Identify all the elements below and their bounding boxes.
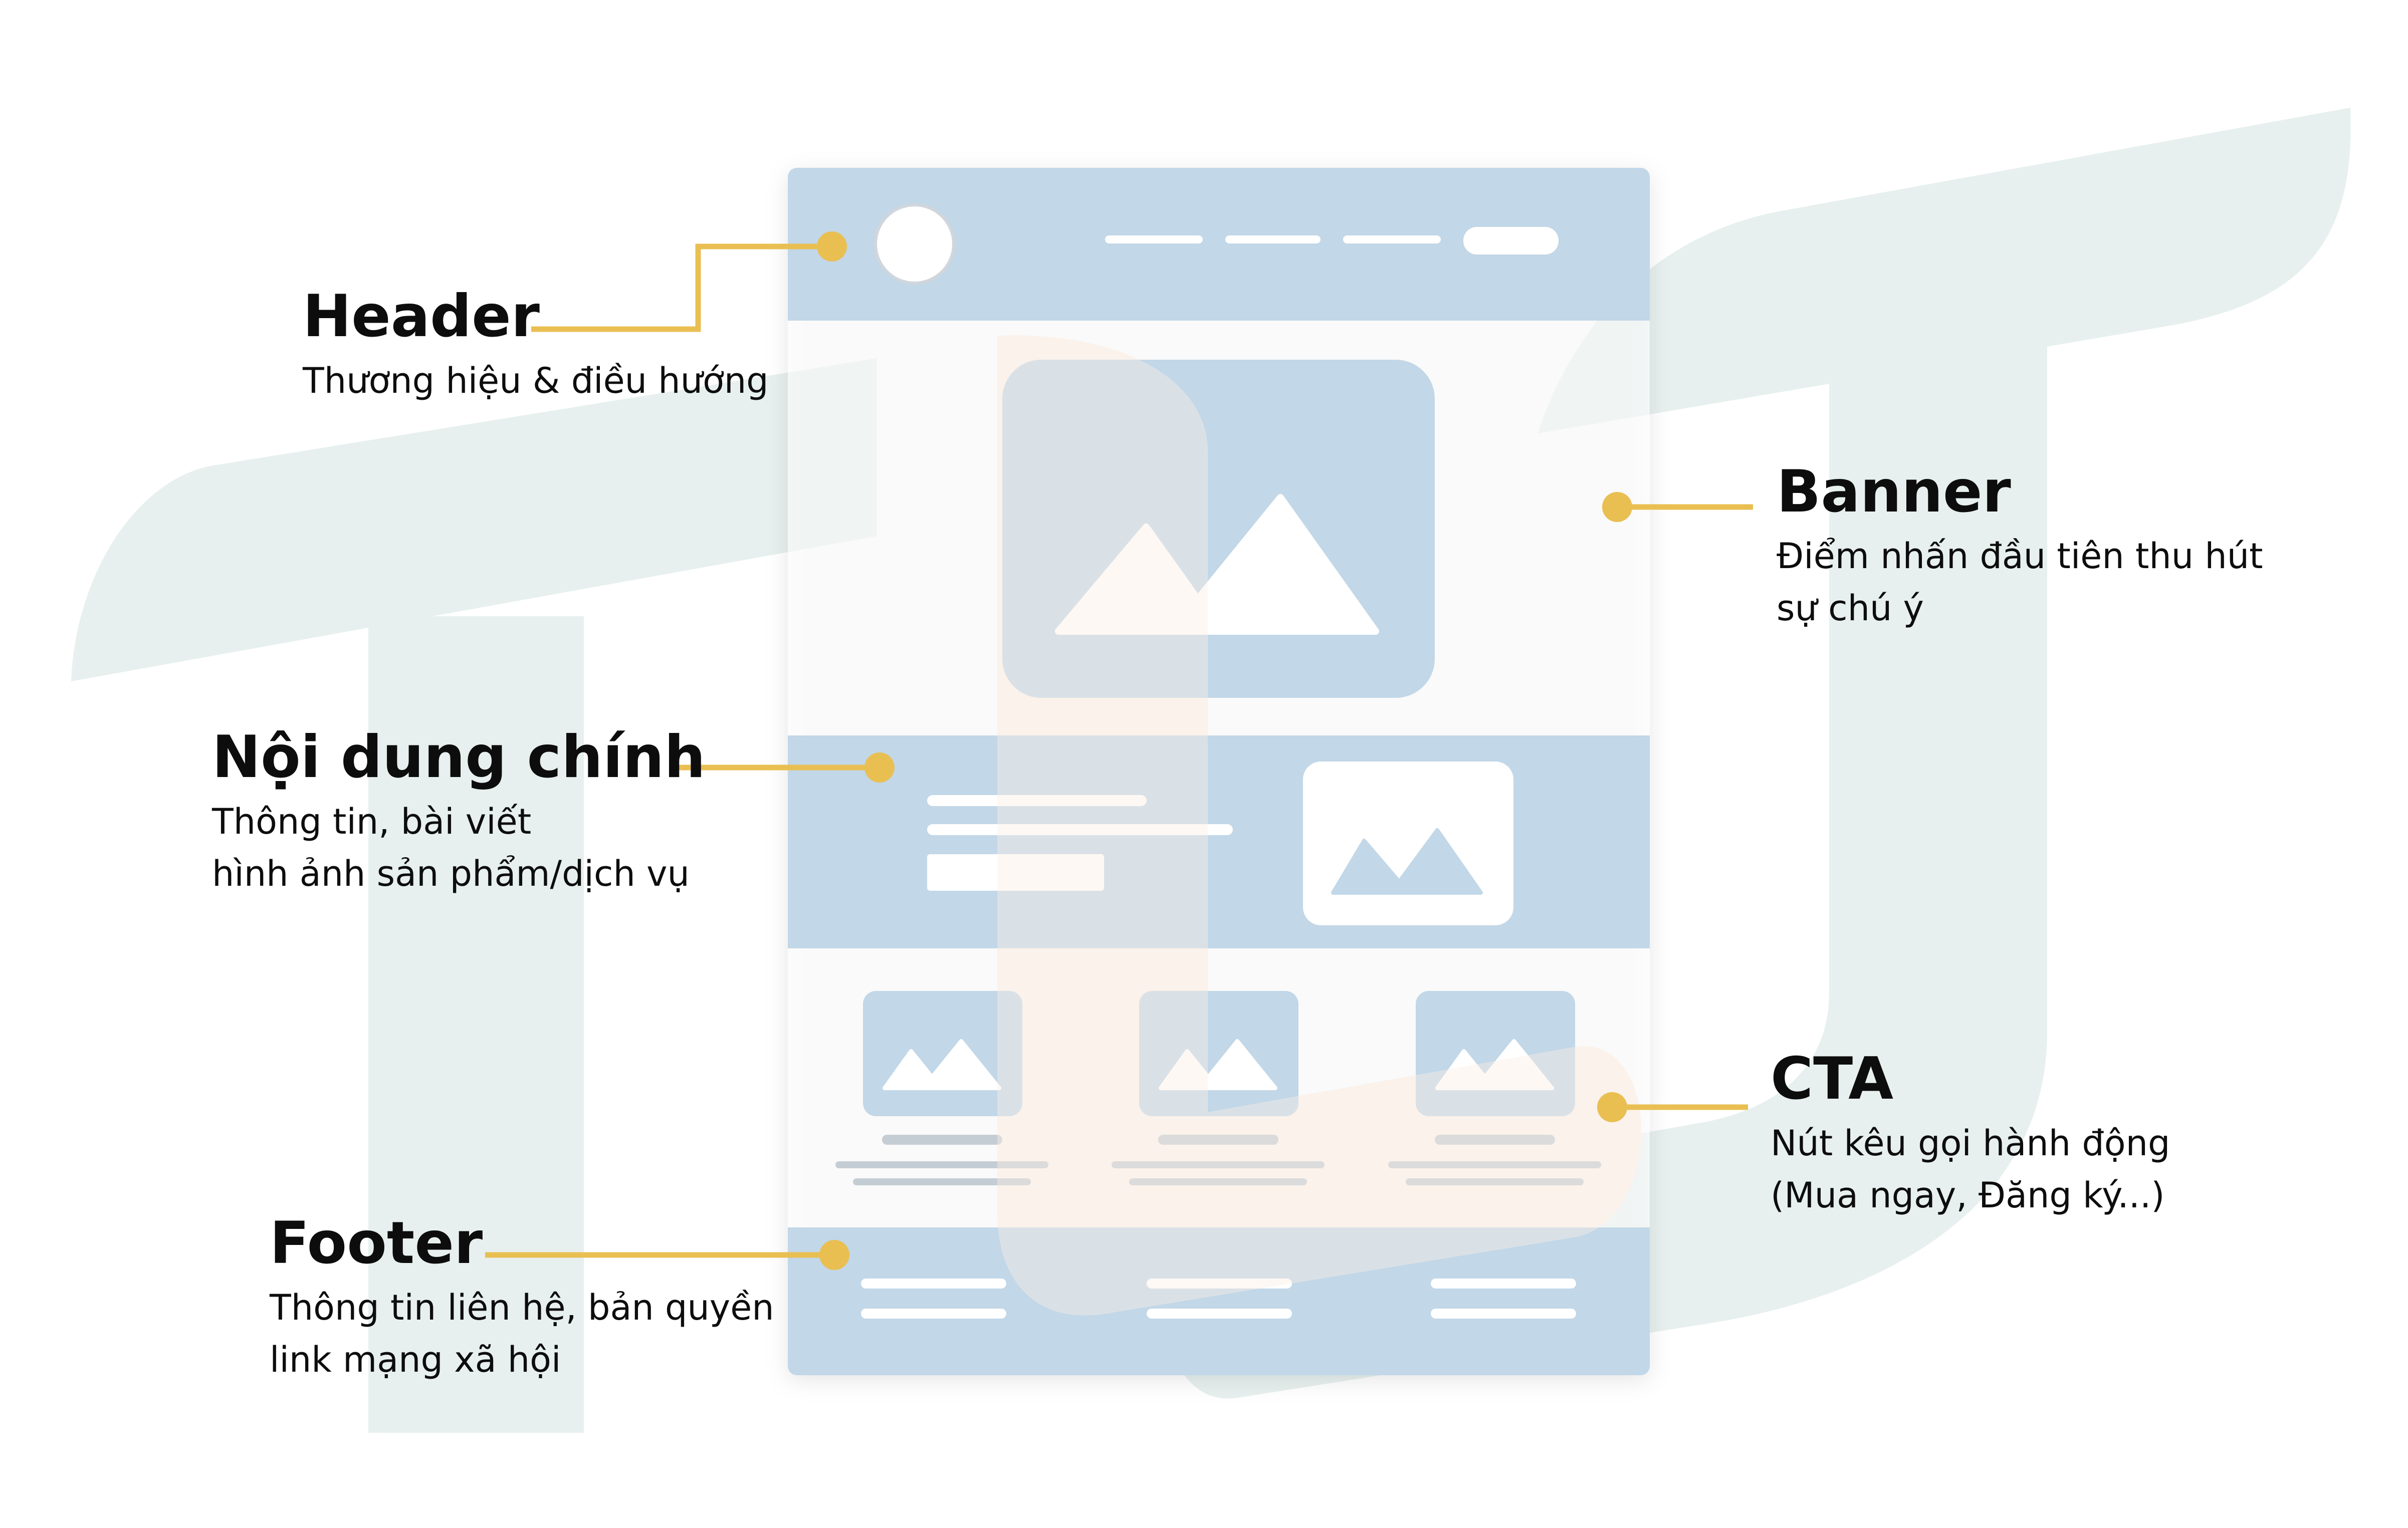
footer-link-placeholder: [1431, 1309, 1576, 1319]
mountain-image-icon: [1055, 494, 1379, 635]
content-image-card: [1303, 761, 1513, 925]
thumbnail-card-3: [1388, 991, 1601, 1185]
nav-item-placeholder: [1343, 235, 1441, 243]
thumbnail-card-2: [1112, 991, 1325, 1185]
callout-title: Header: [303, 283, 540, 350]
callout-description: link mạng xã hội: [270, 1339, 561, 1380]
callout-header: Header Thương hiệu & điều hướng: [303, 285, 769, 407]
main-content-block: [788, 735, 1650, 948]
callout-banner: Banner Điểm nhấn đầu tiên thu hút sự chú…: [1777, 460, 2263, 634]
footer-link-placeholder: [861, 1309, 1006, 1319]
left-t-stem: [368, 616, 584, 1433]
callout-description: (Mua ngay, Đăng ký...): [1771, 1174, 2165, 1216]
accent-l-overlay: [997, 335, 1641, 1316]
header-connector-dot: [817, 231, 847, 262]
thumbnail-text-placeholder: [1129, 1178, 1307, 1185]
thumbnail-title-placeholder: [882, 1135, 1002, 1145]
cta-connector-dot: [1597, 1092, 1627, 1122]
callout-description: Nút kêu gọi hành động: [1771, 1122, 2170, 1164]
right-t-top-bar: [1539, 108, 2351, 433]
nav-item-placeholder: [1105, 235, 1203, 243]
text-line-placeholder: [927, 795, 1147, 806]
website-wireframe: [788, 168, 1650, 1375]
text-line-placeholder: [927, 824, 1233, 835]
callout-description: Thương hiệu & điều hướng: [303, 360, 769, 401]
mountain-image-icon: [1435, 1039, 1554, 1090]
callout-description: Điểm nhấn đầu tiên thu hút: [1777, 535, 2263, 577]
circle-logo-icon: [874, 203, 955, 285]
footer-link-placeholder: [1431, 1279, 1576, 1289]
thumbnail-card-1: [835, 991, 1048, 1185]
callout-description: hình ảnh sản phẩm/dịch vụ: [212, 853, 690, 894]
callout-main-content: Nội dung chính Thông tin, bài viết hình …: [212, 725, 706, 900]
callout-description: sự chú ý: [1777, 587, 1924, 629]
thumbnail-text-placeholder: [1388, 1161, 1601, 1168]
footer-block: [788, 1227, 1650, 1375]
footer-link-placeholder: [861, 1279, 1006, 1289]
thumbnail-text-placeholder: [1112, 1161, 1325, 1168]
thumbnail-title-placeholder: [1435, 1135, 1555, 1145]
thumbnail-text-placeholder: [853, 1178, 1031, 1185]
footer-link-placeholder: [1147, 1309, 1292, 1319]
nav-item-placeholder: [1225, 235, 1321, 243]
main-content-connector-dot: [864, 752, 895, 783]
left-t-top-bar: [71, 358, 877, 681]
button-placeholder: [927, 854, 1104, 891]
callout-description: Thông tin, bài viết: [212, 801, 532, 842]
mountain-image-icon: [1159, 1039, 1277, 1090]
footer-link-placeholder: [1147, 1279, 1292, 1289]
mountain-image-icon: [883, 1039, 1001, 1090]
callout-footer: Footer Thông tin liên hệ, bản quyền link…: [270, 1211, 774, 1386]
callout-title: Nội dung chính: [212, 723, 706, 791]
right-t-stem-and-hook: [1164, 308, 2047, 1399]
callout-title: CTA: [1771, 1045, 1894, 1113]
callout-title: Footer: [270, 1209, 483, 1277]
mountain-image-icon: [1331, 828, 1483, 895]
callout-cta: CTA Nút kêu gọi hành động (Mua ngay, Đăn…: [1771, 1047, 2170, 1221]
header-connector: [531, 243, 832, 332]
nav-button-placeholder: [1463, 227, 1559, 254]
callout-title: Banner: [1777, 458, 2011, 526]
footer-connector-dot: [819, 1240, 849, 1270]
thumbnail-title-placeholder: [1158, 1135, 1278, 1145]
banner-connector-dot: [1602, 492, 1632, 522]
thumbnail-text-placeholder: [1406, 1178, 1584, 1185]
callout-description: Thông tin liên hệ, bản quyền: [270, 1287, 774, 1328]
thumbnail-text-placeholder: [835, 1161, 1048, 1168]
callout-connectors: [485, 231, 1753, 1270]
